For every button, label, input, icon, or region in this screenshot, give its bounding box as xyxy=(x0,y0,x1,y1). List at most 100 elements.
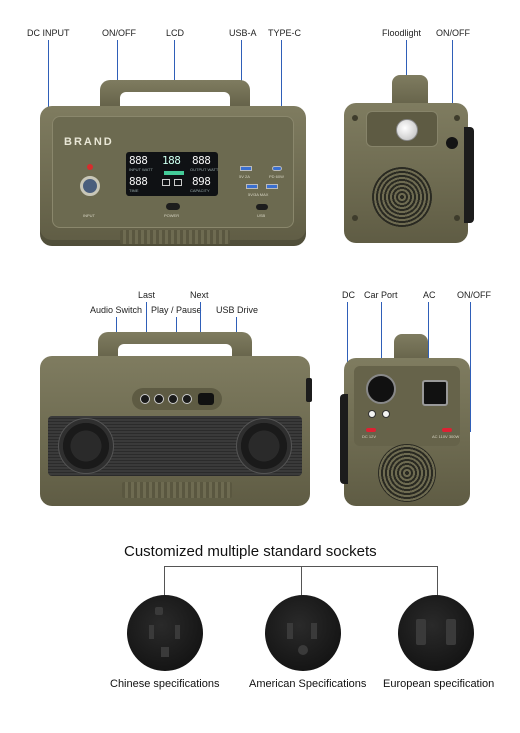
ports-fan-vent xyxy=(378,444,436,502)
speaker-view xyxy=(40,332,312,508)
right-speaker-driver xyxy=(236,418,292,474)
audio-switch-button[interactable] xyxy=(140,394,150,404)
side-view xyxy=(344,75,476,247)
usb-a-port-3[interactable] xyxy=(266,184,278,189)
sockets-bracket-center xyxy=(301,566,302,596)
lcd-caption-input: INPUT WATT xyxy=(129,167,153,172)
usb-caption-left: 5V 2A xyxy=(239,174,250,179)
american-socket-slot-2 xyxy=(311,623,317,639)
play-pause-button[interactable] xyxy=(168,394,178,404)
power-indicator-icon xyxy=(87,164,93,170)
floodlight-switch[interactable] xyxy=(446,137,458,149)
side-right-strip xyxy=(464,127,474,223)
brand-text: BRAND xyxy=(64,136,114,148)
next-button[interactable] xyxy=(182,394,192,404)
lcd-value-output: 888 xyxy=(192,154,211,167)
label-on-off-back: ON/OFF xyxy=(457,290,491,300)
floodlight-button[interactable] xyxy=(396,119,418,141)
ports-left-strip xyxy=(340,394,348,484)
european-socket xyxy=(398,595,474,671)
label-on-off: ON/OFF xyxy=(102,28,136,38)
leader-type-c xyxy=(281,40,282,170)
speaker-bottom-vent xyxy=(122,482,232,498)
side-screw-2 xyxy=(454,115,460,121)
label-last: Last xyxy=(138,290,156,300)
usb-switch[interactable] xyxy=(256,204,268,210)
lcd-value-battery: 188 xyxy=(162,154,181,167)
left-speaker-driver xyxy=(58,418,114,474)
front-view: BRAND INPUT 888 INPUT WATT 188 888 OUTPU… xyxy=(40,80,306,248)
sockets-bracket-right xyxy=(437,566,438,596)
label-usb-drive: USB Drive xyxy=(216,305,259,315)
usb-drive-port[interactable] xyxy=(198,393,214,405)
bottom-vent xyxy=(120,230,230,244)
side-screw-3 xyxy=(352,215,358,221)
lcd-display: 888 INPUT WATT 188 888 OUTPUT WATT 888 T… xyxy=(126,152,218,196)
american-socket-slot-1 xyxy=(287,623,293,639)
lcd-dc-icon xyxy=(174,179,182,186)
label-audio-switch: Audio Switch xyxy=(90,305,143,315)
input-caption: INPUT xyxy=(83,213,95,218)
usb-caption: USB xyxy=(257,213,266,218)
label-lcd: LCD xyxy=(166,28,185,38)
dc-port-1[interactable] xyxy=(368,410,376,418)
lcd-caption-capacity: CAPACITY xyxy=(190,188,210,193)
sockets-bracket-left xyxy=(164,566,165,596)
side-screw-4 xyxy=(454,215,460,221)
chinese-socket-slot-4 xyxy=(161,647,169,657)
dc-switch-caption: DC 12V xyxy=(362,434,377,439)
label-car-port: Car Port xyxy=(364,290,398,300)
dc-port-2[interactable] xyxy=(382,410,390,418)
leader-on-off-side xyxy=(452,40,453,140)
speaker-right-knob xyxy=(306,378,312,402)
chinese-socket-slot-1 xyxy=(155,607,163,615)
european-caption: European specification xyxy=(383,678,495,690)
usb-a-port[interactable] xyxy=(240,166,252,171)
chinese-socket-slot-2 xyxy=(149,625,154,639)
dc-switch[interactable] xyxy=(366,428,376,432)
european-socket-slot-2 xyxy=(446,619,456,645)
lcd-caption-output: OUTPUT WATT xyxy=(190,167,219,172)
chinese-caption: Chinese specifications xyxy=(110,678,220,690)
lcd-value-capacity: 898 xyxy=(192,175,211,188)
leader-ac xyxy=(428,302,429,382)
label-play-pause: Play / Pause xyxy=(151,305,202,315)
ac-switch[interactable] xyxy=(442,428,452,432)
chinese-socket xyxy=(127,595,203,671)
power-button[interactable] xyxy=(166,203,180,210)
label-type-c: TYPE-C xyxy=(268,28,302,38)
label-floodlight: Floodlight xyxy=(382,28,422,38)
label-on-off-side: ON/OFF xyxy=(436,28,470,38)
lcd-battery-bars xyxy=(164,171,184,175)
ac-switch-caption: AC 110V 300W xyxy=(432,434,460,439)
american-socket xyxy=(265,595,341,671)
sockets-heading: Customized multiple standard sockets xyxy=(124,543,377,560)
lcd-ac-icon xyxy=(162,179,170,186)
dc-input-port[interactable] xyxy=(80,176,100,196)
side-fan-vent xyxy=(372,167,432,227)
chinese-socket-slot-3 xyxy=(175,625,180,639)
label-next: Next xyxy=(190,290,209,300)
ports-side-view: DC 12V AC 110V 300W xyxy=(340,334,476,510)
label-ac: AC xyxy=(423,290,436,300)
lcd-caption-time: TIME xyxy=(129,188,139,193)
usb-caption-bottom: 5V/3A MAX xyxy=(248,192,269,197)
power-caption: POWER xyxy=(164,213,180,218)
type-c-port[interactable] xyxy=(272,166,282,171)
ac-outlet[interactable] xyxy=(422,380,448,406)
lcd-value-input: 888 xyxy=(129,154,148,167)
label-dc: DC xyxy=(342,290,355,300)
european-socket-slot-1 xyxy=(416,619,426,645)
american-socket-ground xyxy=(298,645,308,655)
usb-a-port-2[interactable] xyxy=(246,184,258,189)
floodlight-panel xyxy=(366,111,438,147)
last-button[interactable] xyxy=(154,394,164,404)
leader-dc xyxy=(347,302,348,378)
car-port-socket[interactable] xyxy=(366,374,396,404)
lcd-value-time: 888 xyxy=(129,175,148,188)
leader-on-off-back xyxy=(470,302,471,432)
label-usb-a: USB-A xyxy=(229,28,257,38)
label-dc-input: DC INPUT xyxy=(27,28,70,38)
leader-car-port xyxy=(381,302,382,374)
usb-caption-right: PD 60W xyxy=(269,174,284,179)
